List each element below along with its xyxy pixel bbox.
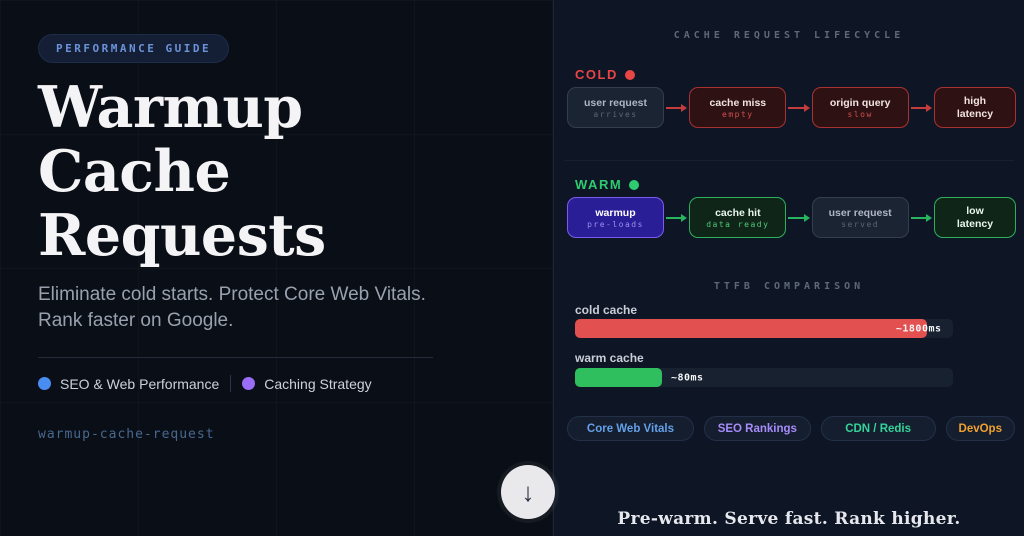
- down-arrow-icon: ↓: [521, 477, 535, 507]
- flow-step-user-request: user request arrives: [567, 87, 664, 128]
- topic-chips: Core Web Vitals SEO Rankings CDN / Redis…: [567, 416, 1015, 441]
- tag-label: Caching Strategy: [264, 375, 372, 392]
- performance-guide-badge: PERFORMANCE GUIDE: [38, 34, 230, 63]
- warm-cache-bar-label: warm cache: [575, 351, 644, 365]
- chip-cdn-redis[interactable]: CDN / Redis: [820, 416, 936, 441]
- warm-row-label: WARM: [575, 177, 640, 192]
- flow-step-high-latency: high latency: [933, 87, 1016, 128]
- blue-dot-icon: [38, 377, 51, 391]
- step-subtext: pre-loads: [587, 219, 644, 229]
- step-label: warmup: [595, 206, 636, 219]
- warm-flow-diagram: warmup pre-loads cache hit data ready us…: [567, 197, 1016, 238]
- slug-text: warmup-cache-request: [38, 427, 215, 443]
- red-arrow-icon: [910, 103, 932, 112]
- step-subtext: served: [841, 219, 880, 229]
- tagline: Pre-warm. Serve fast. Rank higher.: [617, 509, 961, 529]
- warm-cache-value: ~80ms: [670, 372, 704, 383]
- diagram-panel: CACHE REQUEST LIFECYCLE COLD user reques…: [553, 0, 1024, 536]
- cold-label-text: COLD: [575, 67, 618, 82]
- warm-label-text: WARM: [575, 177, 623, 192]
- green-arrow-icon: [910, 213, 932, 222]
- cold-row-label: COLD: [575, 67, 635, 82]
- cold-cache-bar-label: cold cache: [575, 303, 638, 317]
- step-label: high latency: [956, 94, 994, 120]
- step-subtext: slow: [847, 109, 873, 119]
- step-label: user request: [828, 206, 892, 219]
- step-label: origin query: [829, 96, 891, 109]
- flow-step-warmup: warmup pre-loads: [567, 197, 664, 238]
- page-title: Warmup Cache Requests: [38, 76, 513, 267]
- flow-step-low-latency: low latency: [933, 197, 1016, 238]
- red-arrow-icon: [666, 103, 688, 112]
- divider: [38, 357, 433, 359]
- step-subtext: empty: [722, 109, 754, 119]
- chip-seo-rankings[interactable]: SEO Rankings: [703, 416, 811, 441]
- step-label: cache miss: [709, 96, 767, 109]
- lifecycle-section-header: CACHE REQUEST LIFECYCLE: [673, 30, 905, 41]
- cold-cache-bar-track: ~1800ms: [575, 319, 953, 338]
- subtitle-line-1: Eliminate cold starts. Protect Core Web …: [38, 284, 426, 306]
- flow-step-user-request-served: user request served: [811, 197, 909, 238]
- step-label: cache hit: [715, 206, 761, 219]
- step-label: user request: [583, 96, 648, 109]
- tag-caching-strategy: Caching Strategy: [242, 375, 372, 392]
- step-subtext: arrives: [593, 109, 638, 119]
- cold-cache-bar: ~1800ms: [575, 319, 941, 338]
- tag-label: SEO & Web Performance: [60, 375, 220, 392]
- red-arrow-icon: [788, 103, 810, 112]
- subtitle-line-2: Rank faster on Google.: [38, 309, 234, 331]
- green-status-dot-icon: [629, 179, 640, 190]
- cold-flow-diagram: user request arrives cache miss empty or…: [567, 87, 1016, 128]
- subtitle: Eliminate cold starts. Protect Core Web …: [38, 282, 513, 333]
- warm-cache-bar-track: ~80ms: [575, 368, 953, 387]
- scroll-down-button[interactable]: ↓: [501, 465, 555, 519]
- tag-seo-web-performance: SEO & Web Performance: [38, 376, 219, 392]
- flow-step-cache-miss: cache miss empty: [689, 87, 787, 128]
- flow-step-origin-query: origin query slow: [811, 87, 909, 128]
- chip-devops[interactable]: DevOps: [945, 416, 1015, 441]
- category-tags: SEO & Web Performance Caching Strategy: [38, 375, 513, 393]
- green-arrow-icon: [666, 213, 688, 222]
- cold-cache-value: ~1800ms: [895, 323, 942, 334]
- purple-dot-icon: [242, 377, 256, 391]
- hero-panel: PERFORMANCE GUIDE Warmup Cache Requests …: [38, 34, 513, 443]
- red-status-dot-icon: [624, 69, 635, 80]
- green-arrow-icon: [788, 213, 810, 222]
- row-separator: [564, 160, 1014, 161]
- title-line-2: Requests: [38, 201, 326, 269]
- ttfb-section-header: TTFB COMPARISON: [713, 281, 865, 292]
- tag-separator: [230, 375, 232, 393]
- flow-step-cache-hit: cache hit data ready: [689, 197, 787, 238]
- step-label: low latency: [956, 204, 994, 230]
- step-subtext: data ready: [706, 219, 770, 229]
- chip-core-web-vitals[interactable]: Core Web Vitals: [567, 416, 694, 441]
- warm-cache-bar: ~80ms: [575, 368, 703, 387]
- title-line-1: Warmup Cache: [38, 74, 303, 205]
